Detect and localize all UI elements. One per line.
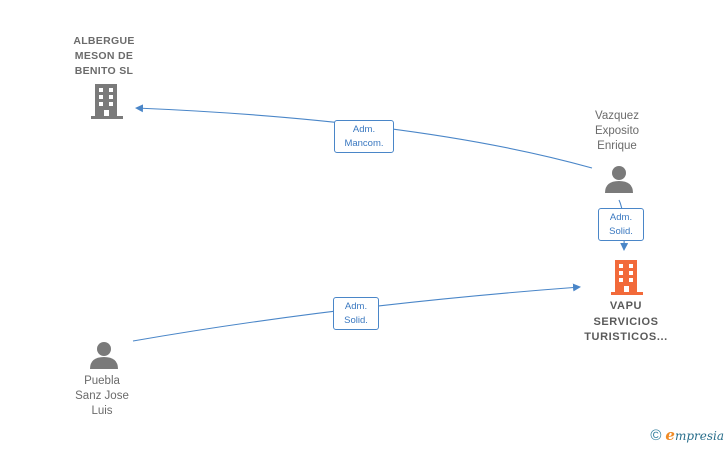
node-label-vapu[interactable]: VAPU SERVICIOS TURISTICOS... bbox=[584, 300, 668, 343]
building-icon[interactable] bbox=[611, 260, 643, 296]
node-label-vazquez[interactable]: Vazquez Exposito Enrique bbox=[594, 110, 640, 152]
node-label-puebla[interactable]: Puebla Sanz Jose Luis bbox=[75, 375, 129, 417]
node-label-albergue[interactable]: ALBERGUE MESON DE BENITO SL bbox=[73, 35, 135, 77]
empresia-logo: empresia bbox=[665, 426, 724, 444]
edge-label-adm-mancom[interactable]: Adm. Mancom. bbox=[334, 120, 394, 153]
edge-label-adm-solid-vazquez[interactable]: Adm. Solid. bbox=[598, 208, 644, 241]
empresia-watermark: © empresia bbox=[650, 426, 724, 444]
copyright-icon: © bbox=[650, 426, 662, 444]
building-icon[interactable] bbox=[91, 84, 123, 120]
person-icon[interactable] bbox=[604, 164, 634, 194]
person-icon[interactable] bbox=[89, 340, 119, 370]
edge-label-adm-solid-puebla[interactable]: Adm. Solid. bbox=[333, 297, 379, 330]
